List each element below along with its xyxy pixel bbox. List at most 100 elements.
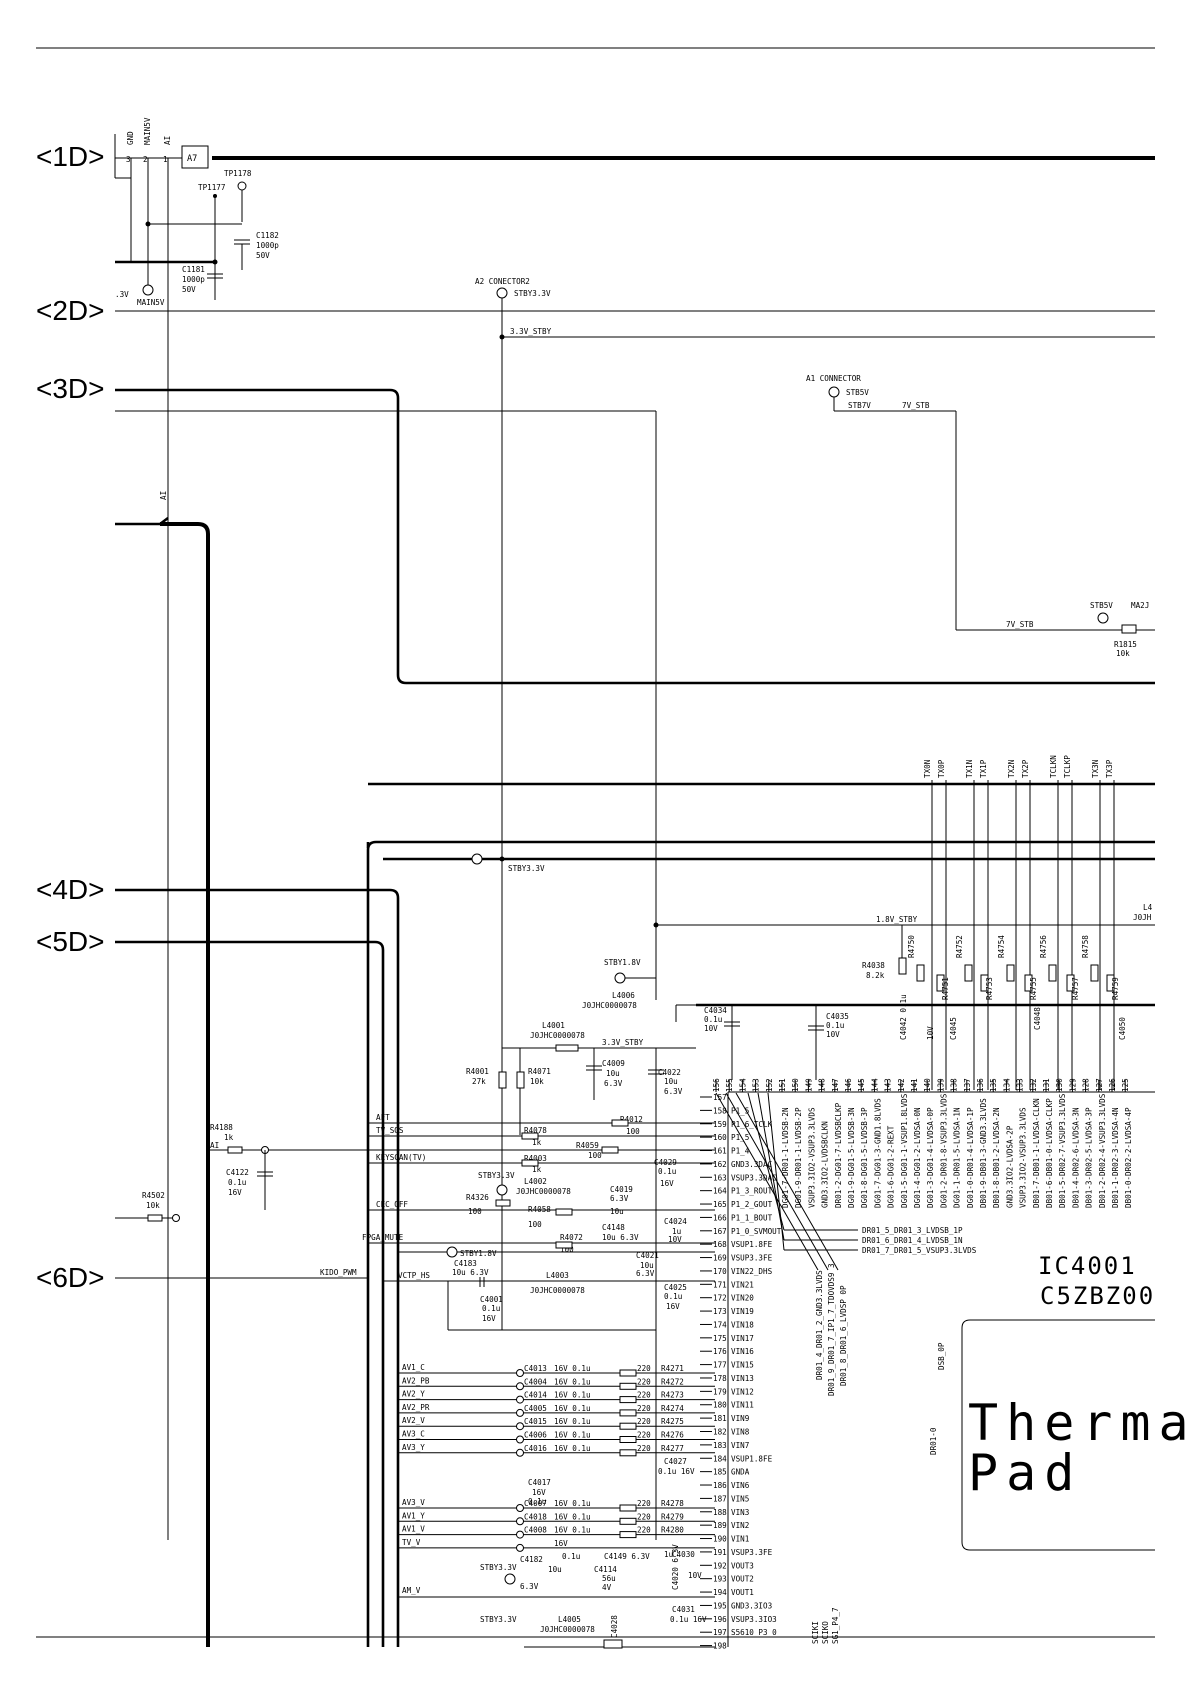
u10-label: 10u: [548, 1565, 562, 1574]
lvds-label-tx1p: TX1P: [979, 759, 988, 778]
7v-stb-label: 7V_STB: [902, 401, 930, 410]
left-pin-180: 180: [713, 1401, 727, 1410]
top-pin-name: DB01-5-DR02-7-VSUP3.3LVDS: [1058, 1093, 1067, 1208]
top-pin-name: DR01-2-DG01-7-LVDSBCLKP: [834, 1102, 843, 1208]
r4326-ref: R4326: [466, 1193, 489, 1202]
av-signal-av1_y: AV1_Y: [402, 1511, 425, 1520]
r4326-val: 100: [468, 1207, 482, 1216]
l4002-part: J0JHC0000078: [516, 1187, 571, 1196]
stby33b-label: STBY3.3V: [508, 864, 545, 873]
top-pin-name: GND3.3IO2-LVDSA-2P: [1005, 1125, 1014, 1208]
c4022-ref: C4022: [658, 1068, 681, 1077]
av-res-val: 220: [637, 1431, 651, 1440]
c4050-label: C4050: [1118, 1017, 1127, 1040]
r4003-ref: R4003: [524, 1154, 547, 1163]
left-pin-name: VIN9: [731, 1414, 750, 1423]
left-pin-176: 176: [713, 1347, 727, 1356]
av-cap-c4018: C4018: [524, 1512, 547, 1521]
r4188-val: 1k: [224, 1133, 234, 1142]
left-pin-name: VIN11: [731, 1401, 754, 1410]
av-signal-av1_v: AV1_V: [402, 1525, 425, 1534]
top-pin-name: DG01-2-DR01-8-VSUP3.3LVDS: [939, 1093, 948, 1208]
left-pin-173: 173: [713, 1307, 727, 1316]
ic-ref-label: IC4001: [1038, 1252, 1137, 1280]
r4071-ref: R4071: [528, 1067, 551, 1076]
av-signal-av3_c: AV3_C: [402, 1430, 425, 1439]
left-pin-name: P1_2_GOUT: [731, 1200, 773, 1209]
c4021-ref: C4021: [636, 1251, 659, 1260]
top-pin-156: 156: [712, 1078, 721, 1092]
av-res-val: 220: [637, 1404, 651, 1413]
l4003-ref: L4003: [546, 1271, 569, 1280]
top-pin-141: 141: [910, 1078, 919, 1092]
left-pin-189: 189: [713, 1521, 727, 1530]
thermal-pad-label-1: Therma: [968, 1394, 1191, 1452]
lvds-label-tx1n: TX1N: [965, 759, 974, 778]
c4030-ref: C4030: [672, 1550, 695, 1559]
left-pin-name: VIN7: [731, 1441, 749, 1450]
left-pin-160: 160: [713, 1133, 727, 1142]
sg1-label: SG1_P4_7: [831, 1607, 840, 1644]
stby33b-label-bottom: STBY3.3V: [480, 1615, 517, 1624]
top-pin-145: 145: [857, 1078, 866, 1092]
v33-stby-label: 3.3V_STBY: [510, 327, 552, 336]
stby33-label: STBY3.3V: [514, 289, 551, 298]
l4005-ref: L4005: [558, 1615, 581, 1624]
top-pin-144: 144: [870, 1078, 879, 1092]
resistor-r4756: [1048, 964, 1057, 982]
left-pin-name: VSUP3.3FE: [731, 1548, 773, 1557]
left-pin-164: 164: [713, 1187, 727, 1196]
v33-stby-label-2: 3.3V_STBY: [602, 1038, 644, 1047]
left-pin-name: VSUP3.3FE: [731, 1254, 773, 1263]
left-pin-name: VIN8: [731, 1428, 750, 1437]
top-pin-143: 143: [884, 1078, 893, 1092]
dr-vert-3: DR01_8_DR01_6_LVDSP 0P: [839, 1285, 848, 1386]
top-pin-name: GND3.3IO2-LVDSBCLKN: [821, 1121, 830, 1208]
left-pin-198: 198: [713, 1642, 727, 1651]
r4001-ref: R4001: [466, 1067, 489, 1076]
av-cap-spec: 16V 0.1u: [554, 1431, 591, 1440]
r4502-ref: R4502: [142, 1191, 165, 1200]
left-pin-167: 167: [713, 1227, 727, 1236]
c4001-volt: 16V: [482, 1314, 496, 1323]
stb5v-label-2: STB5V: [1090, 601, 1113, 610]
resistor-label-r4754: R4754: [997, 935, 1006, 958]
chip-a7-label: A7: [187, 154, 197, 164]
left-pin-182: 182: [713, 1428, 727, 1437]
main5v-label: MAIN5V: [137, 298, 165, 307]
stby18-label-2: STBY1.8V: [460, 1249, 497, 1258]
thermal-pad-label-2: Pad: [968, 1444, 1082, 1502]
av-cap-spec: 16V 0.1u: [554, 1526, 591, 1535]
block-1d: A7 GND MAIN5V AI 3 2 1 TP1178 TP1177 C11…: [114, 117, 1155, 1540]
tp1177-label: TP1177: [198, 183, 225, 192]
top-pin-151: 151: [778, 1078, 787, 1092]
l4002-ref: L4002: [524, 1177, 547, 1186]
top-pin-name: VSUP3.3IO2-VSUP3.3LVDS: [807, 1107, 816, 1208]
top-pin-name: DG01-0-DR01-4-LVDSA-1P: [966, 1107, 975, 1208]
stby18-net: 1.8V_STBY L4 J0JH: [653, 903, 1155, 1007]
av-cap-spec: 16V 0.1u: [554, 1377, 591, 1386]
av-signal-av3_y: AV3_Y: [402, 1443, 425, 1452]
left-pin-178: 178: [713, 1374, 727, 1383]
connector-6d: <6D>: [36, 1262, 105, 1293]
left-pin-185: 185: [713, 1468, 727, 1477]
left-pin-name: GND3.3DAC: [731, 1160, 772, 1169]
c4045-label: C4045: [949, 1017, 958, 1040]
sig-cec-off: CEC_OFF: [376, 1200, 408, 1209]
r4058-val: 100: [528, 1220, 542, 1229]
c4029-volt: 16V: [660, 1179, 674, 1188]
scik0-label: SCIKO: [821, 1621, 830, 1644]
av-res-r4272: R4272: [661, 1377, 684, 1386]
left-pin-161: 161: [713, 1147, 727, 1156]
c1182-volt: 50V: [256, 251, 270, 260]
block-2d: A2 CONECTOR2 STBY3.3V 3.3V_STBY: [115, 277, 1155, 1330]
ma2j-label: MA2J: [1131, 601, 1149, 610]
c4025-ref: C4025: [664, 1283, 687, 1292]
top-pin-148: 148: [818, 1078, 827, 1092]
left-pin-181: 181: [713, 1414, 727, 1423]
left-pin-name: VIN12: [731, 1387, 754, 1396]
av-cap-c4007: C4007: [524, 1499, 547, 1508]
c4034-val: 0.1u: [704, 1015, 722, 1024]
